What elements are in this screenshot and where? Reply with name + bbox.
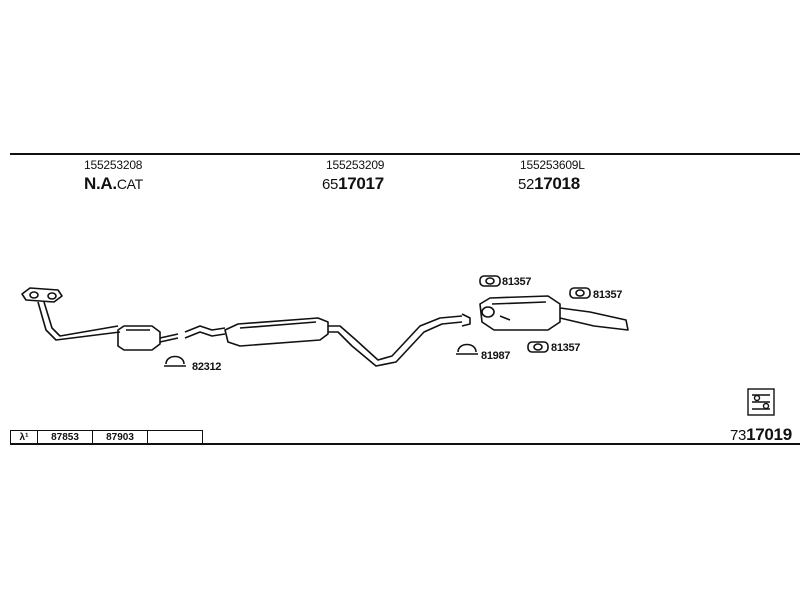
lambda-cell-3 xyxy=(148,431,202,445)
lambda-symbol: λ¹ xyxy=(11,431,38,445)
clamp-icon xyxy=(164,343,478,367)
middle-silencer-icon xyxy=(184,313,471,367)
kit-code-main: 17019 xyxy=(746,425,792,444)
rear-silencer-icon xyxy=(479,295,629,331)
hanger-label-bottom: 81357 xyxy=(551,342,581,354)
code-main: N.A. xyxy=(84,174,117,193)
code-prefix: 52 xyxy=(518,176,535,193)
hanger-icon xyxy=(479,275,591,353)
part-number-front: 155253208 xyxy=(84,158,143,172)
code-suffix: CAT xyxy=(116,176,143,192)
top-divider xyxy=(10,153,800,155)
lambda-cell-1: 87853 xyxy=(38,431,93,445)
section-code-rear: 5217018 xyxy=(518,174,580,194)
clamp-label-rear: 81987 xyxy=(481,350,511,362)
front-pipe-icon xyxy=(21,287,121,341)
hanger-label-top-right: 81357 xyxy=(593,289,623,301)
lambda-cell-2: 87903 xyxy=(93,431,148,445)
section-code-middle: 6517017 xyxy=(322,174,384,194)
code-main: 17017 xyxy=(338,174,384,193)
catalytic-converter-icon xyxy=(117,325,179,351)
part-number-rear: 155253609L xyxy=(520,158,585,172)
part-number-middle: 155253209 xyxy=(326,158,385,172)
section-code-front: N.A.CAT xyxy=(84,174,143,194)
hanger-label-top-left: 81357 xyxy=(502,276,532,288)
kit-code: 7317019 xyxy=(730,425,792,445)
clamp-label-front: 82312 xyxy=(192,361,222,373)
mounting-kit-icon xyxy=(747,388,775,416)
code-main: 17018 xyxy=(534,174,580,193)
bottom-divider xyxy=(10,443,800,445)
lambda-sensor-table: λ¹ 87853 87903 xyxy=(10,430,203,445)
code-prefix: 65 xyxy=(322,176,339,193)
kit-code-prefix: 73 xyxy=(730,427,747,444)
